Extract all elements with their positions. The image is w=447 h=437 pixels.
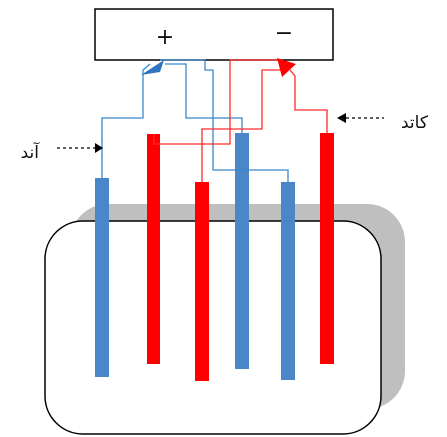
cathode-label: کاتد — [401, 113, 429, 133]
anode-wire — [101, 63, 151, 178]
anode-callout: آند — [21, 141, 103, 163]
cathode-plate — [147, 134, 160, 364]
anode-wire — [165, 63, 243, 133]
anode-plate — [281, 182, 295, 380]
tank-body — [44, 220, 382, 435]
cathode-callout: کاتد — [337, 113, 429, 133]
power-supply-box — [94, 8, 334, 61]
cathode-pointer-arrowhead — [337, 113, 346, 123]
cathode-plate — [195, 182, 209, 381]
cathode-wiring — [153, 59, 328, 182]
anode-label: آند — [21, 141, 41, 163]
positive-terminal-arrow — [141, 60, 164, 75]
cathode-wire — [153, 59, 280, 145]
anode-plate — [235, 133, 249, 369]
positive-terminal-sign: + — [156, 25, 174, 50]
negative-terminal-sign: − — [275, 21, 293, 46]
anode-pointer-arrowhead — [95, 143, 103, 153]
anode-wire — [160, 59, 289, 182]
negative-terminal-arrow — [277, 58, 296, 77]
cathode-wire — [201, 69, 286, 182]
cathode-plate — [320, 133, 334, 364]
power-supply: + − — [94, 8, 334, 61]
cathode-wire — [289, 69, 328, 133]
anode-plate — [95, 178, 109, 377]
electrodes — [95, 133, 334, 381]
anode-wiring — [101, 59, 289, 182]
